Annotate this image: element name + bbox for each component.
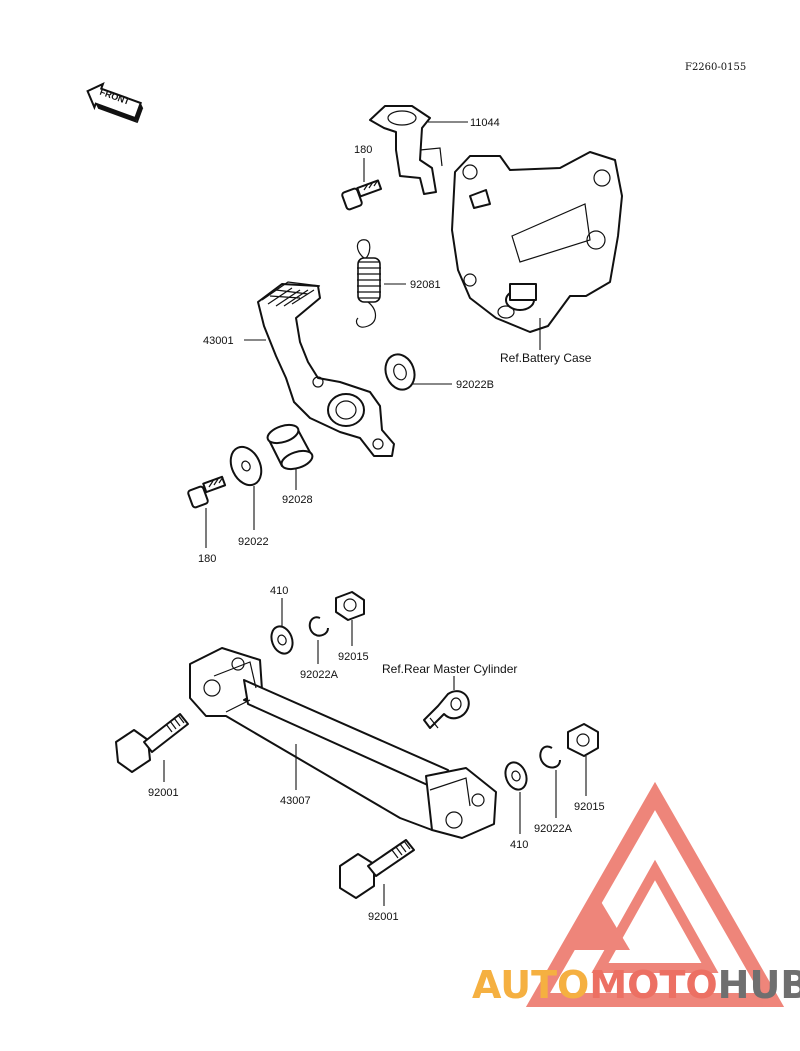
bolt-92001-bottom bbox=[339, 839, 415, 899]
washer-410-right bbox=[504, 761, 528, 791]
label-43001: 43001 bbox=[203, 335, 234, 347]
shaft-43007 bbox=[189, 647, 497, 839]
battery-case-bracket bbox=[451, 151, 623, 333]
label-410-right: 410 bbox=[510, 839, 528, 851]
label-92022A-top: 92022A bbox=[300, 669, 339, 681]
label-92081: 92081 bbox=[410, 279, 441, 291]
ref-rear-master-cylinder: Ref.Rear Master Cylinder bbox=[382, 662, 517, 676]
washer-92022B bbox=[384, 353, 416, 391]
label-92001-bottom: 92001 bbox=[368, 911, 399, 923]
washer-92022 bbox=[229, 445, 263, 487]
circlip-92022A-right bbox=[539, 745, 561, 769]
label-92015-top: 92015 bbox=[338, 651, 369, 663]
bolt-180-bottom bbox=[187, 475, 227, 509]
bracket-11044 bbox=[369, 105, 443, 195]
watermark-moto: MOTO bbox=[589, 963, 717, 1007]
watermark-auto: AUTO bbox=[472, 963, 589, 1007]
brake-pedal-43001 bbox=[257, 281, 395, 457]
label-180-top: 180 bbox=[354, 144, 372, 156]
label-92015-right: 92015 bbox=[574, 801, 605, 813]
watermark-logo-icon bbox=[525, 781, 785, 1007]
label-92028: 92028 bbox=[282, 494, 313, 506]
circlip-92022A-top bbox=[308, 616, 329, 637]
label-180-bottom: 180 bbox=[198, 553, 216, 565]
washer-410-top bbox=[270, 625, 294, 655]
bolt-180-top bbox=[341, 179, 383, 211]
spring-92081 bbox=[355, 239, 381, 328]
watermark-text: AUTOMOTOHUB bbox=[472, 963, 800, 1007]
bolt-92001-left bbox=[115, 713, 189, 773]
diagram-code: F2260-0155 bbox=[685, 62, 746, 73]
label-92022: 92022 bbox=[238, 536, 269, 548]
nut-92015-top bbox=[335, 591, 365, 621]
label-11044: 11044 bbox=[470, 117, 500, 129]
watermark-hub: HUB bbox=[718, 963, 800, 1007]
label-92022B: 92022B bbox=[456, 379, 494, 391]
clevis-joint bbox=[423, 690, 470, 729]
label-410-top: 410 bbox=[270, 585, 288, 597]
collar-92028 bbox=[266, 423, 314, 471]
front-arrow-icon bbox=[86, 82, 144, 124]
nut-92015-right bbox=[567, 723, 599, 757]
label-92022A-right: 92022A bbox=[534, 823, 573, 835]
ref-battery-case: Ref.Battery Case bbox=[500, 351, 592, 365]
label-92001-left: 92001 bbox=[148, 787, 179, 799]
label-43007: 43007 bbox=[280, 795, 311, 807]
